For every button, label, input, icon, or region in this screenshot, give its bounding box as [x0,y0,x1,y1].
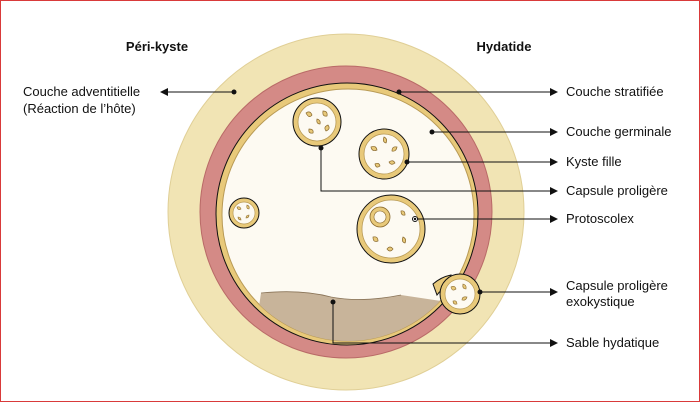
label-germinal: Couche germinale [566,124,672,139]
label-sand: Sable hydatique [566,335,659,350]
leader-sand [332,302,558,347]
brood-capsule [292,97,342,147]
label-adventitial-line1: Couche adventitielle [23,84,140,99]
label-stratified: Couche stratifiée [566,84,664,99]
label-exocystic-line2: exokystique [566,294,635,309]
label-adventitial-line2: (Réaction de l’hôte) [23,101,136,116]
small-wall-capsule [228,197,260,229]
protoscolex-capsule [356,194,426,264]
leader-brood-capsule [320,148,558,195]
hydatid-sand [251,291,441,341]
header-hydatide: Hydatide [477,39,532,54]
daughter-cyst [358,128,410,180]
label-brood-capsule: Capsule proligère [566,183,668,198]
label-protoscolex: Protoscolex [566,211,634,226]
exocystic-capsule [432,273,481,315]
header-peri-kyste: Péri-kyste [126,39,188,54]
label-daughter-cyst: Kyste fille [566,154,622,169]
label-exocystic-line1: Capsule proligère [566,278,668,293]
